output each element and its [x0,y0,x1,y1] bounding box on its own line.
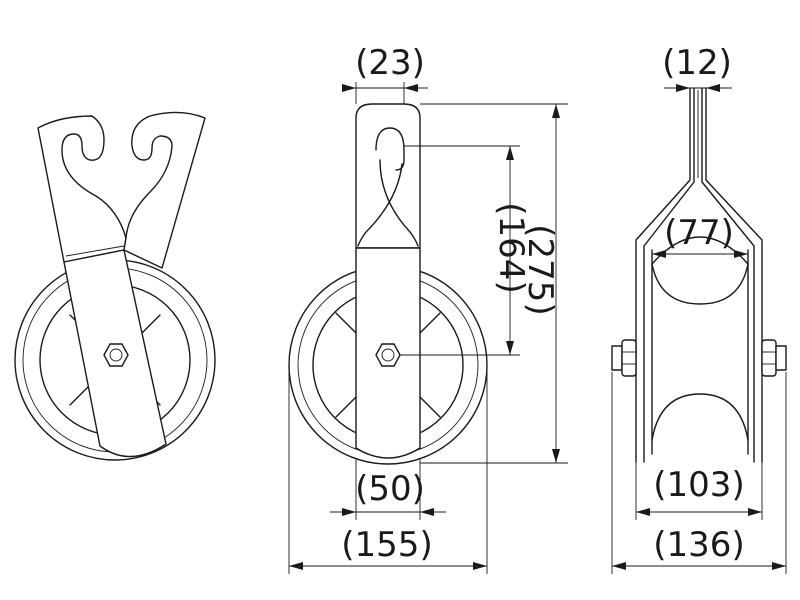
dim-136: (136) [611,372,787,574]
dim-label-164: (164) [491,202,531,293]
side-axle-nut [375,343,401,367]
dim-23: (23) [342,43,428,104]
dim-77: (77) [652,213,748,258]
front-axle-nuts [611,339,787,377]
dim-label-50: (50) [355,469,425,509]
dim-12: (12) [662,43,732,92]
dim-label-77: (77) [664,213,734,253]
side-hook [355,103,421,249]
dim-155: (155) [288,370,488,574]
dim-label-23: (23) [355,43,425,83]
axle-nut [103,343,129,367]
dim-label-12: (12) [662,43,732,83]
dim-label-155: (155) [341,525,432,565]
dim-label-103: (103) [653,465,744,505]
hook-arms [37,111,206,269]
dim-label-275: (275) [520,224,560,315]
dim-50: (50) [330,458,446,520]
side-view: (23) (164) (275) (50) [288,43,568,574]
dim-103: (103) [635,462,763,520]
front-view: (12) (77) (103) (136) [611,43,787,574]
open-hook-view [14,111,216,461]
dim-164: (164) [400,145,531,356]
front-wheel [651,236,749,455]
dim-label-136: (136) [653,525,744,565]
dim-275: (275) [420,103,568,464]
